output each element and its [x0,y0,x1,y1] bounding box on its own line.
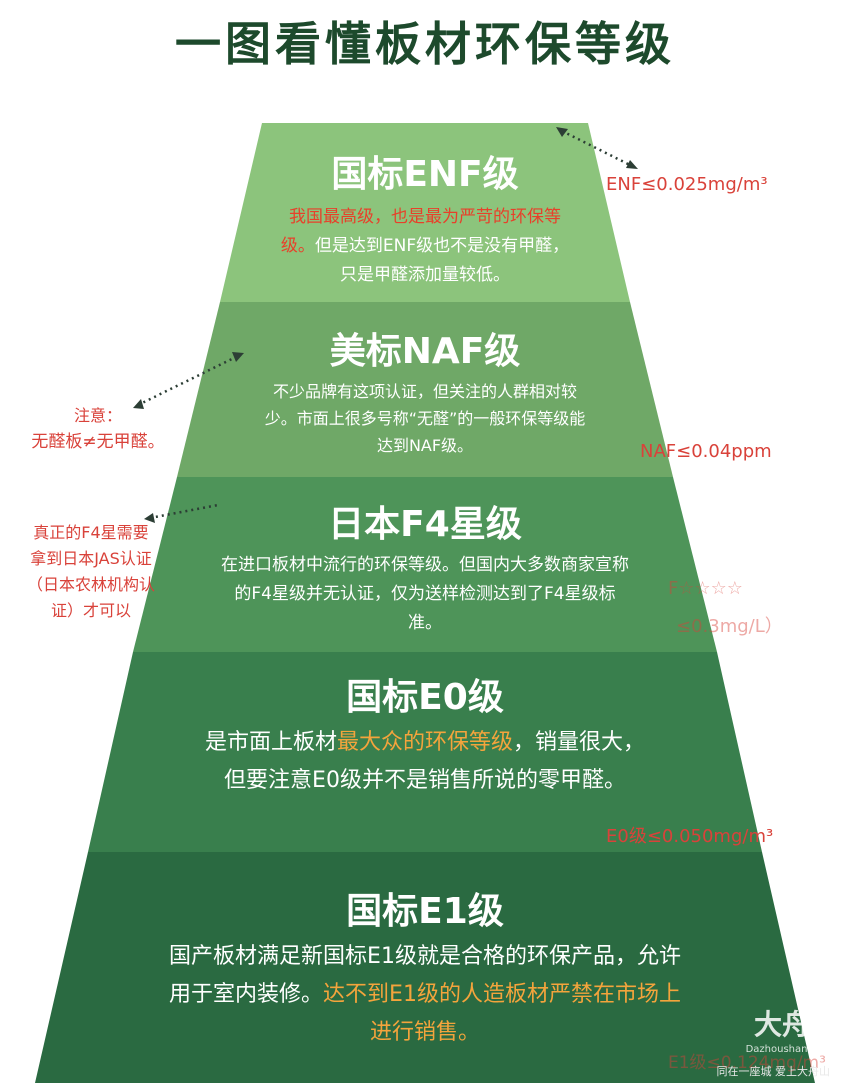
tier-enf-desc: 我国最高级，也是最为严苛的环保等级。但是达到ENF级也不是没有甲醛，只是甲醛添加… [280,203,570,290]
note-f4-line1: 真正的F4星需要 [33,523,149,542]
tier-e0-desc-rest: ，销量很大，但要注意E0级并不是销售所说的零甲醛。 [224,730,646,793]
tier-e0-desc: 是市面上板材最大众的环保等级，销量很大，但要注意E0级并不是销售所说的零甲醛。 [200,724,650,800]
note-naf-line2: 无醛板≠无甲醛。 [31,432,165,452]
tier-enf-block [220,123,630,302]
spec-e0: E0级≤0.050mg/m³ [606,826,774,847]
note-f4-line4: 证）才可以 [50,601,131,620]
spec-e1: E1级≤0.124mg/m³ [668,1053,826,1073]
tier-f4-name: 日本F4星级 [328,504,522,545]
tier-enf: 国标ENF级 我国最高级，也是最为严苛的环保等级。但是达到ENF级也不是没有甲醛… [240,145,610,290]
tier-e1: 国标E1级 国产板材满足新国标E1级就是合格的环保产品，允许用于室内装修。达不到… [100,882,750,1052]
spec-f4-line2: ≤0.3mg/L） [676,616,783,637]
note-f4-line3: （日本农林机构认 [26,575,155,594]
tier-enf-name: 国标ENF级 [331,154,519,195]
note-naf-line1: 注意： [73,406,122,425]
tier-enf-desc-rest: 但是达到ENF级也不是没有甲醛，只是甲醛添加量较低。 [314,236,570,285]
spec-enf: ENF≤0.025mg/m³ [606,174,768,195]
note-f4: 真正的F4星需要 拿到日本JAS认证 （日本农林机构认 证）才可以 [2,520,180,624]
tier-f4: 日本F4星级 在进口板材中流行的环保等级。但国内大多数商家宣称的F4星级并无认证… [180,495,670,638]
tier-naf-block [177,302,673,477]
tier-e1-desc-pre: 国产板材满足新国标E1级就是合格的环保产品，允许用于室内装修。 [169,944,681,1007]
tier-e1-block [35,852,815,1083]
tier-e0-block [88,652,762,852]
spec-naf: NAF≤0.04ppm [640,441,772,462]
watermark-slogan: 同在一座城 爱上大舟山 [716,1065,831,1078]
tier-e0-desc-highlight: 最大众的环保等级 [336,730,513,755]
spec-f4-line1: F☆☆☆☆ [668,578,743,599]
tier-e0-desc-pre: 是市面上板材 [204,730,337,755]
tier-f4-block [133,477,717,652]
tier-enf-desc-highlight: 我国最高级，也是最为严苛的环保等级。 [280,207,561,256]
page-title: 一图看懂板材环保等级 [175,17,675,71]
tier-f4-desc: 在进口板材中流行的环保等级。但国内大多数商家宣称的F4星级并无认证，仅为送样检测… [221,555,629,633]
arrow-enf [561,129,633,168]
note-f4-line2: 拿到日本JAS认证 [30,549,152,568]
tier-e0-name: 国标E0级 [346,677,504,718]
tier-naf-name: 美标NAF级 [329,331,521,372]
tier-naf: 美标NAF级 不少品牌有这项认证，但关注的人群相对较少。市面上很多号称“无醛”的… [220,322,630,459]
tier-naf-desc: 不少品牌有这项认证，但关注的人群相对较少。市面上很多号称“无醛”的一般环保等级能… [264,382,586,455]
arrow-naf [137,354,239,407]
tier-e1-desc-highlight: 达不到E1级的人造板材严禁在市场上进行销售。 [323,982,681,1045]
watermark-logo: 大舟山 [753,1008,838,1041]
tier-e1-name: 国标E1级 [346,891,504,932]
watermark-site: Dazhoushan.com [745,1044,832,1055]
note-naf: 注意： 无醛板≠无甲醛。 [8,403,188,455]
tier-e0: 国标E0级 是市面上板材最大众的环保等级，销量很大，但要注意E0级并不是销售所说… [140,668,710,800]
tier-e1-desc: 国产板材满足新国标E1级就是合格的环保产品，允许用于室内装修。达不到E1级的人造… [160,938,690,1052]
